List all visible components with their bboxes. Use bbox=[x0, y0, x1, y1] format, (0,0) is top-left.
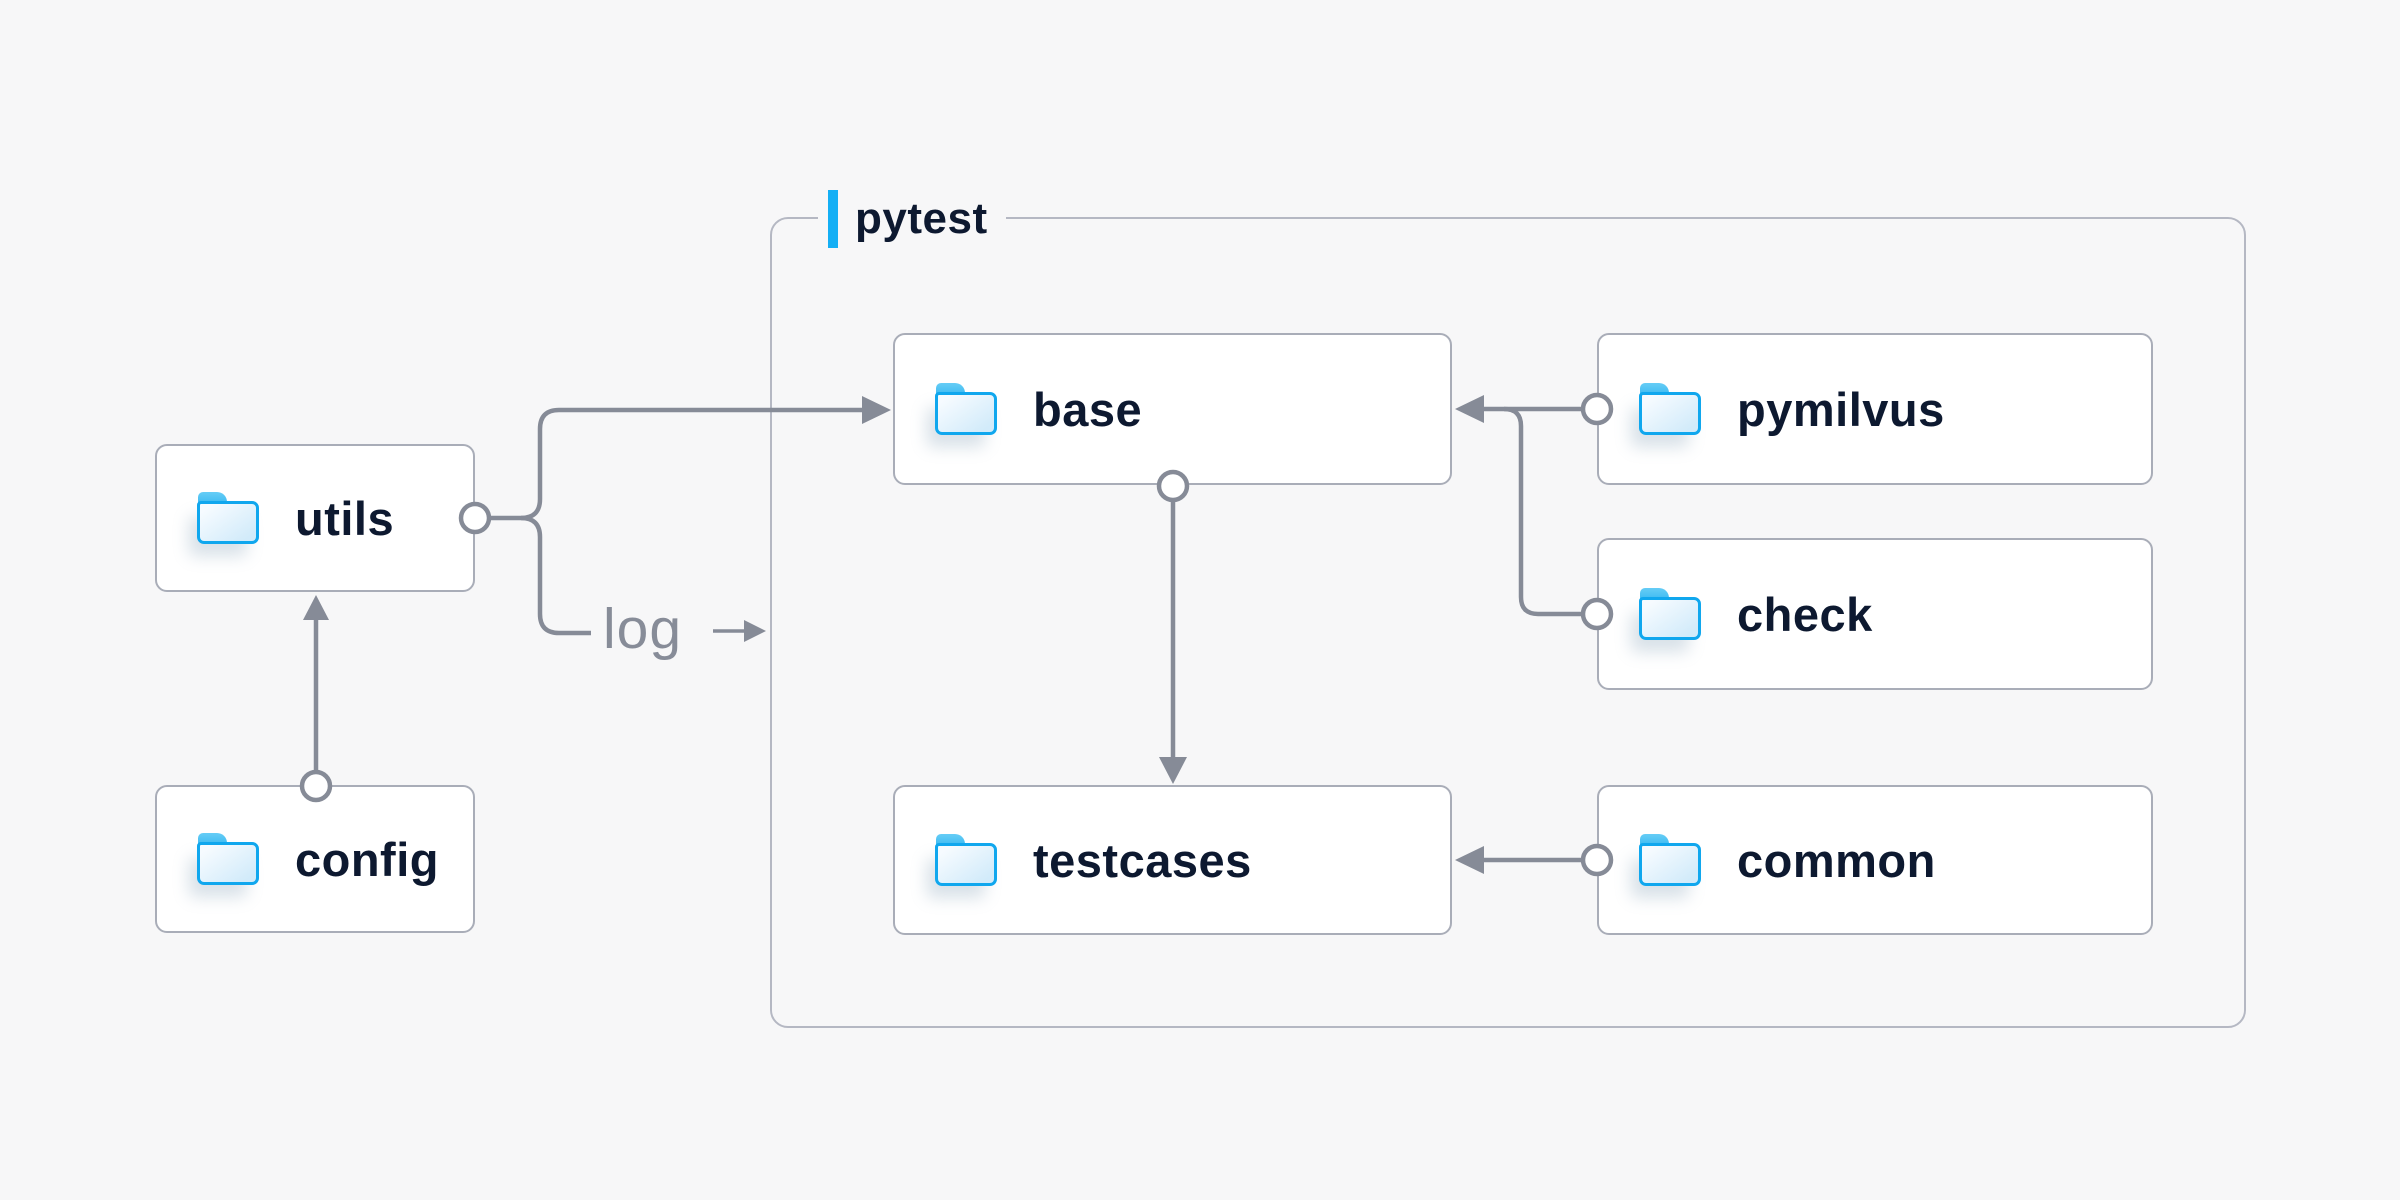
folder-icon bbox=[1639, 834, 1703, 886]
node-common: common bbox=[1597, 785, 2153, 935]
node-check-label: check bbox=[1737, 587, 1873, 641]
folder-icon bbox=[197, 833, 261, 885]
pytest-group-container: pytest bbox=[770, 189, 2246, 1028]
accent-bar bbox=[828, 190, 838, 248]
folder-icon bbox=[1639, 383, 1703, 435]
arrowhead-up bbox=[303, 595, 329, 620]
node-utils: utils bbox=[155, 444, 475, 592]
node-common-label: common bbox=[1737, 833, 1936, 887]
folder-icon bbox=[935, 383, 999, 435]
pytest-group-title: pytest bbox=[855, 194, 988, 243]
folder-icon bbox=[935, 834, 999, 886]
log-annotation: log bbox=[603, 597, 683, 661]
node-base: base bbox=[893, 333, 1452, 485]
node-config: config bbox=[155, 785, 475, 933]
node-pymilvus: pymilvus bbox=[1597, 333, 2153, 485]
folder-icon bbox=[197, 492, 261, 544]
node-testcases: testcases bbox=[893, 785, 1452, 935]
folder-icon bbox=[1639, 588, 1703, 640]
pytest-group-label: pytest bbox=[818, 189, 1006, 249]
node-utils-label: utils bbox=[295, 491, 395, 545]
node-base-label: base bbox=[1033, 382, 1143, 436]
node-config-label: config bbox=[295, 832, 439, 886]
node-check: check bbox=[1597, 538, 2153, 690]
node-pymilvus-label: pymilvus bbox=[1737, 382, 1945, 436]
connector-config-to-utils bbox=[299, 595, 333, 803]
connector-log-arrow bbox=[713, 620, 766, 642]
arrowhead-right-small bbox=[744, 620, 766, 642]
node-testcases-label: testcases bbox=[1033, 833, 1252, 887]
